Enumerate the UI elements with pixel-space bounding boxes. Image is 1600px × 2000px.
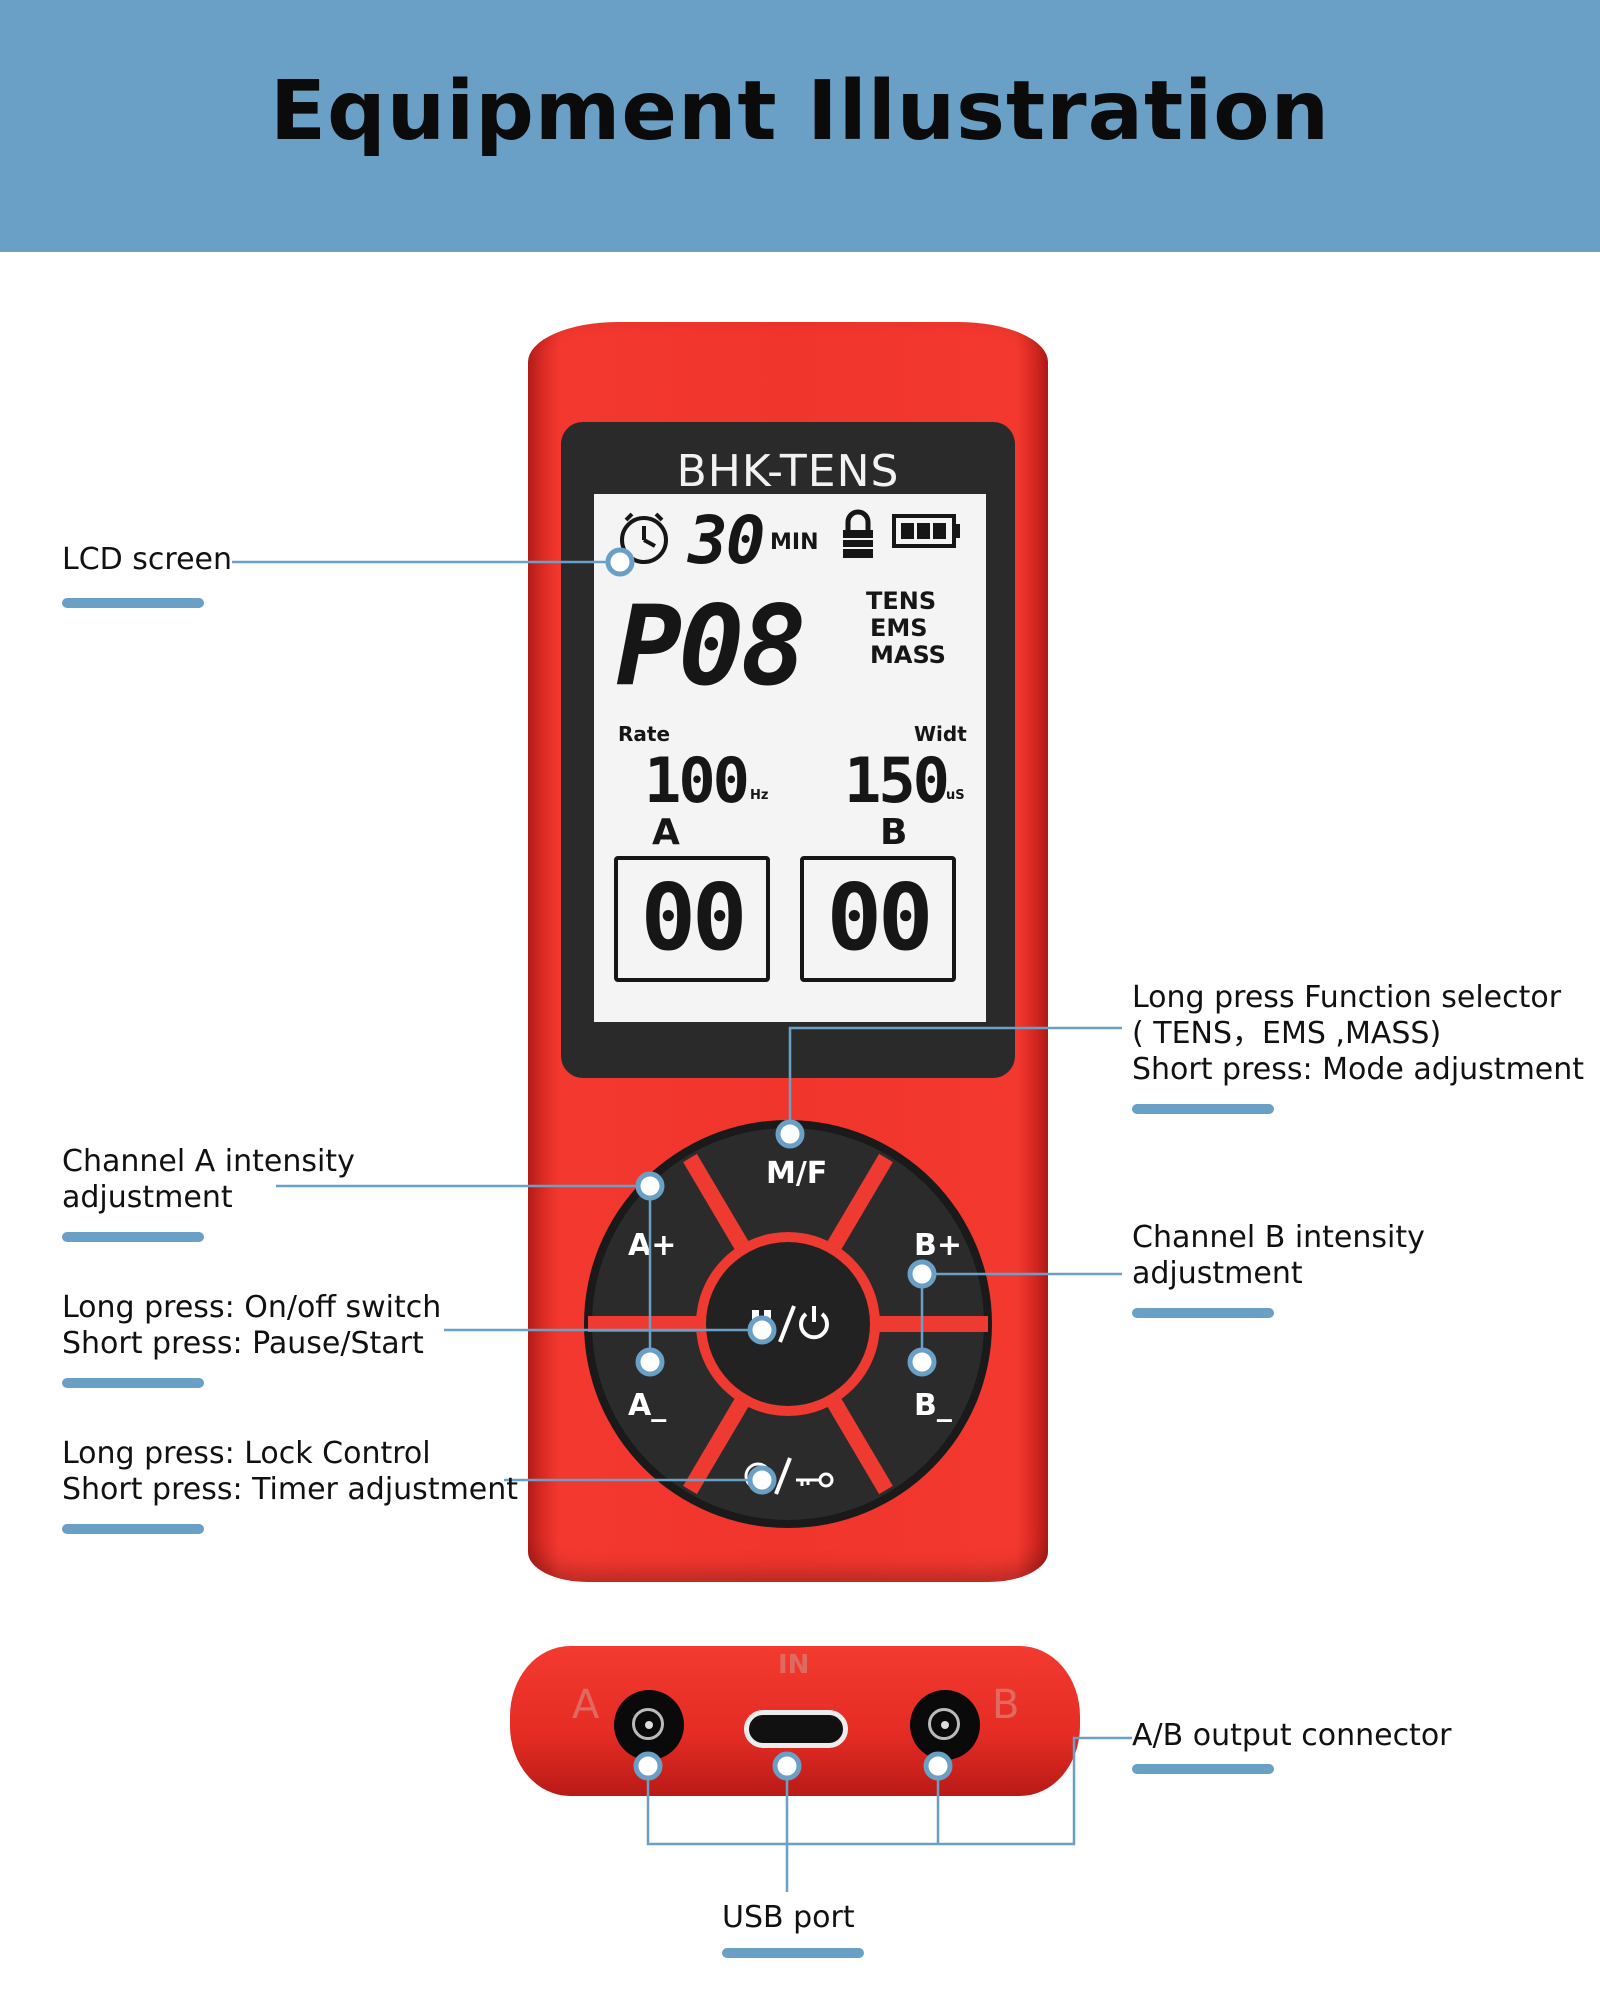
callout-channel-b: Channel B intensity adjustment — [1132, 1220, 1425, 1292]
timer-unit: MIN — [770, 530, 819, 555]
callout-underline — [1132, 1104, 1274, 1114]
channel-b-box: 00 — [800, 856, 956, 982]
rate-value: 100 — [644, 744, 750, 817]
callout-line: Long press: Lock Control — [62, 1436, 431, 1471]
brand-label: BHK-TENS — [676, 446, 900, 497]
callout-power: Long press: On/off switch Short press: P… — [62, 1290, 441, 1362]
callout-line: adjustment — [1132, 1256, 1303, 1291]
mode-tens: TENS — [866, 587, 937, 615]
callout-lcd-screen: LCD screen — [62, 542, 233, 577]
width-unit: uS — [946, 788, 965, 803]
callout-line: adjustment — [62, 1180, 233, 1215]
callout-function-selector: Long press Function selector ( TENS，EMS … — [1132, 980, 1584, 1088]
a-minus-button[interactable]: A_ — [628, 1388, 667, 1423]
usb-c-port[interactable] — [744, 1710, 848, 1748]
channel-b-value: 00 — [826, 864, 934, 971]
callout-underline — [1132, 1308, 1274, 1318]
callout-underline — [1132, 1764, 1274, 1774]
lcd-screen: 30 MIN P08 TENS EMS MASS Rate — [594, 494, 986, 1022]
callout-underline — [62, 1524, 204, 1534]
program-number: P08 — [616, 582, 807, 710]
tens-device-front: BHK-TENS 30 MIN — [528, 322, 1048, 1582]
width-value: 150 — [844, 744, 950, 817]
callout-line: Short press: Pause/Start — [62, 1326, 424, 1361]
page-title: Equipment Illustration — [270, 64, 1330, 159]
mode-ems: EMS — [870, 614, 928, 642]
channel-a-value: 00 — [640, 864, 748, 971]
callout-underline — [62, 1232, 204, 1242]
rate-label: Rate — [618, 722, 671, 746]
channel-b-label: B — [880, 812, 908, 853]
timer-value: 30 — [688, 502, 765, 579]
b-plus-button[interactable]: B+ — [914, 1228, 963, 1263]
usb-in-label: IN — [778, 1650, 810, 1680]
channel-a-box: 00 — [614, 856, 770, 982]
callout-line: Channel A intensity — [62, 1144, 355, 1179]
callout-underline — [722, 1948, 864, 1958]
callout-channel-a: Channel A intensity adjustment — [62, 1144, 355, 1216]
output-letter-b: B — [992, 1682, 1020, 1728]
output-jack-b[interactable] — [910, 1690, 980, 1760]
output-jack-a[interactable] — [614, 1690, 684, 1760]
callout-line: Channel B intensity — [1132, 1220, 1425, 1255]
mode-mass: MASS — [870, 641, 946, 669]
b-minus-button[interactable]: B_ — [914, 1388, 952, 1423]
output-letter-a: A — [572, 1682, 600, 1728]
callout-line: Long press: On/off switch — [62, 1290, 442, 1325]
clock-icon — [620, 512, 668, 564]
lock-icon — [843, 509, 873, 558]
callout-underline — [62, 598, 204, 608]
channel-a-label: A — [652, 812, 680, 853]
callout-output-connector: A/B output connector — [1132, 1718, 1452, 1753]
callout-underline — [62, 1378, 204, 1388]
width-label: Widt — [914, 722, 967, 746]
callout-usb-port: USB port — [722, 1900, 855, 1935]
header-banner: Equipment Illustration — [0, 0, 1600, 252]
mf-button[interactable]: M/F — [766, 1156, 828, 1191]
display-bezel: BHK-TENS 30 MIN — [561, 422, 1015, 1078]
callout-line: ( TENS，EMS ,MASS) — [1132, 1016, 1442, 1051]
callout-lock-timer: Long press: Lock Control Short press: Ti… — [62, 1436, 518, 1508]
callout-line: Long press Function selector — [1132, 980, 1562, 1015]
callout-line: Short press: Timer adjustment — [62, 1472, 519, 1507]
mode-list: TENS EMS MASS — [866, 588, 946, 669]
rate-unit: Hz — [750, 788, 769, 803]
a-plus-button[interactable]: A+ — [628, 1228, 677, 1263]
battery-icon — [892, 514, 960, 548]
callout-line: Short press: Mode adjustment — [1132, 1052, 1585, 1087]
keypad: M/F A+ A_ B+ B_ — [584, 1120, 992, 1528]
